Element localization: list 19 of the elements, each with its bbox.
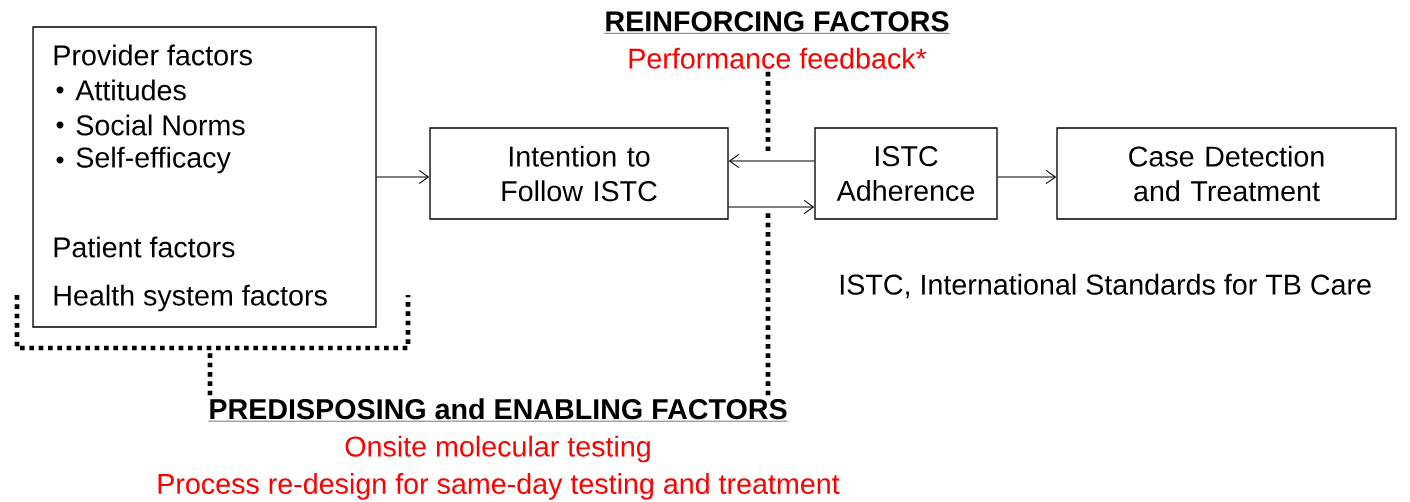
arrow xyxy=(728,199,815,215)
factor-text: Health system factors xyxy=(54,284,327,312)
factor-box xyxy=(32,26,377,328)
factor-text: Self-efficacy xyxy=(76,146,231,174)
process-box: Case Detection and Treatment xyxy=(1056,127,1397,220)
arrow xyxy=(728,153,815,169)
dotted-line xyxy=(765,213,771,396)
factor-heading: REINFORCING FACTORS Performance feedback* xyxy=(604,11,950,69)
process-box: Intention to Follow ISTC xyxy=(429,127,729,220)
factor-text: Social Norms xyxy=(76,114,245,136)
arrow xyxy=(997,169,1057,185)
process-box: ISTC Adherence xyxy=(814,127,998,220)
factor-text: Provider factors xyxy=(54,44,252,66)
footnote: ISTC, International Standards for TB Care xyxy=(840,273,1371,299)
arrow xyxy=(376,169,430,185)
dotted-line xyxy=(207,350,213,396)
factor-text: Attitudes xyxy=(75,79,186,101)
factor-text: Patient factors xyxy=(54,236,235,258)
factor-heading: PREDISPOSING and ENABLING FACTORS Onsite molecular testing Process re-design for same-day testing and treatment xyxy=(158,398,840,500)
